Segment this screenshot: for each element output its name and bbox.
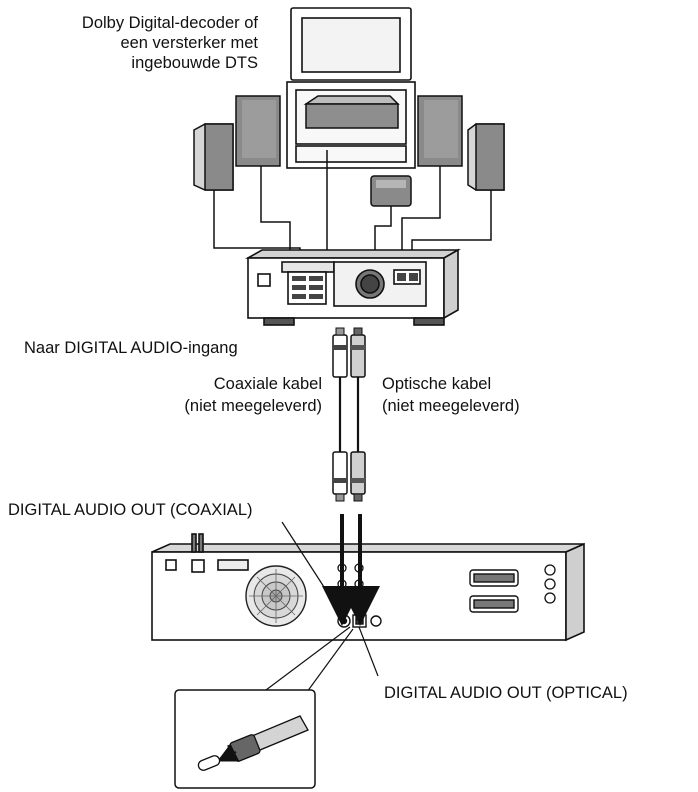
optical-cable bbox=[350, 327, 366, 502]
rear-left-speaker-icon bbox=[193, 123, 234, 191]
digital-audio-out-optical-label: DIGITAL AUDIO OUT (OPTICAL) bbox=[384, 684, 628, 702]
decoder-label-line-2: een versterker met bbox=[120, 34, 258, 52]
subwoofer-icon bbox=[370, 175, 412, 207]
connection-arrows bbox=[322, 514, 380, 626]
front-right-speaker-icon bbox=[417, 95, 463, 167]
tv-icon bbox=[290, 7, 412, 81]
coaxial-cable-label-line-2: (niet meegeleverd) bbox=[184, 397, 322, 415]
optical-cable-label-line-2: (niet meegeleverd) bbox=[382, 397, 520, 415]
decoder-label-line-1: Dolby Digital-decoder of bbox=[81, 14, 258, 32]
player-back-panel-icon bbox=[151, 533, 585, 642]
center-speaker-icon bbox=[303, 95, 400, 129]
optical-cable-label-line-1: Optische kabel bbox=[382, 375, 492, 393]
coaxial-cable bbox=[332, 327, 348, 502]
coaxial-cable-label-line-1: Coaxiale kabel bbox=[213, 375, 322, 393]
scart-ports-icon bbox=[469, 569, 519, 613]
rear-right-speaker-icon bbox=[467, 123, 505, 191]
fan-grille-icon bbox=[245, 565, 307, 627]
amplifier-icon bbox=[244, 248, 462, 326]
inset-callout-icon bbox=[174, 689, 316, 789]
front-left-speaker-icon bbox=[235, 95, 281, 167]
digital-audio-out-coaxial-label: DIGITAL AUDIO OUT (COAXIAL) bbox=[8, 501, 253, 519]
digital-out-jacks-icon bbox=[337, 614, 382, 628]
decoder-label-line-3: ingebouwde DTS bbox=[131, 54, 258, 72]
to-digital-input-label: Naar DIGITAL AUDIO-ingang bbox=[24, 339, 238, 357]
